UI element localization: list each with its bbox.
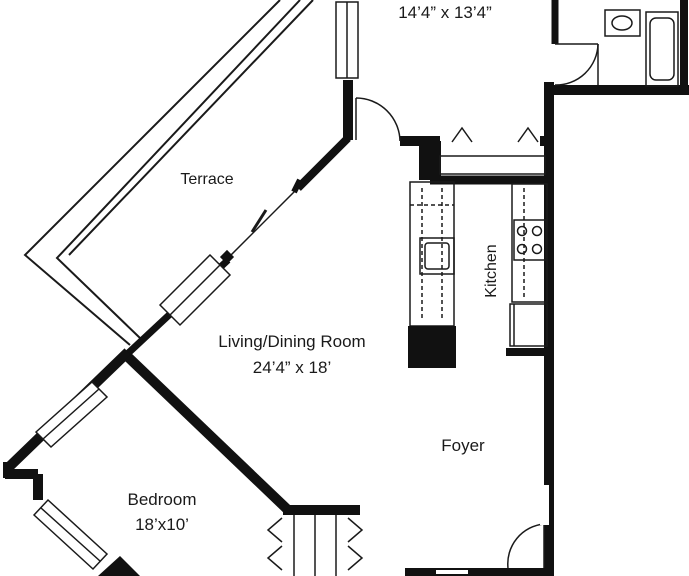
- living-room-dimensions: 24’4” x 18’: [252, 358, 332, 377]
- bedroom-dimensions: 18’x10’: [135, 515, 189, 534]
- entry-door: [436, 485, 549, 574]
- window-bedroom-upper: [34, 380, 109, 449]
- closet-doors: [266, 515, 364, 576]
- window-bedroom-lower: [32, 498, 109, 571]
- foyer-label: Foyer: [441, 436, 485, 455]
- bathroom-fixtures: [554, 9, 679, 87]
- terrace-door: [355, 97, 401, 142]
- kitchen-shelf: [439, 126, 546, 175]
- bedroom-top-dimensions: 14’4” x 13’4”: [398, 3, 492, 22]
- window-living: [158, 253, 232, 327]
- kitchen-counter-right: [506, 183, 549, 356]
- terrace-label: Terrace: [180, 171, 234, 188]
- bedroom-label: Bedroom: [127, 490, 197, 509]
- window-top: [335, 1, 359, 79]
- walls: [3, 0, 689, 576]
- kitchen-label: Kitchen: [483, 244, 500, 298]
- terrace-railing: [23, 0, 314, 346]
- living-room-label: Living/Dining Room: [218, 332, 366, 351]
- kitchen-counter-left: [408, 181, 456, 368]
- sliding-door: [219, 178, 303, 265]
